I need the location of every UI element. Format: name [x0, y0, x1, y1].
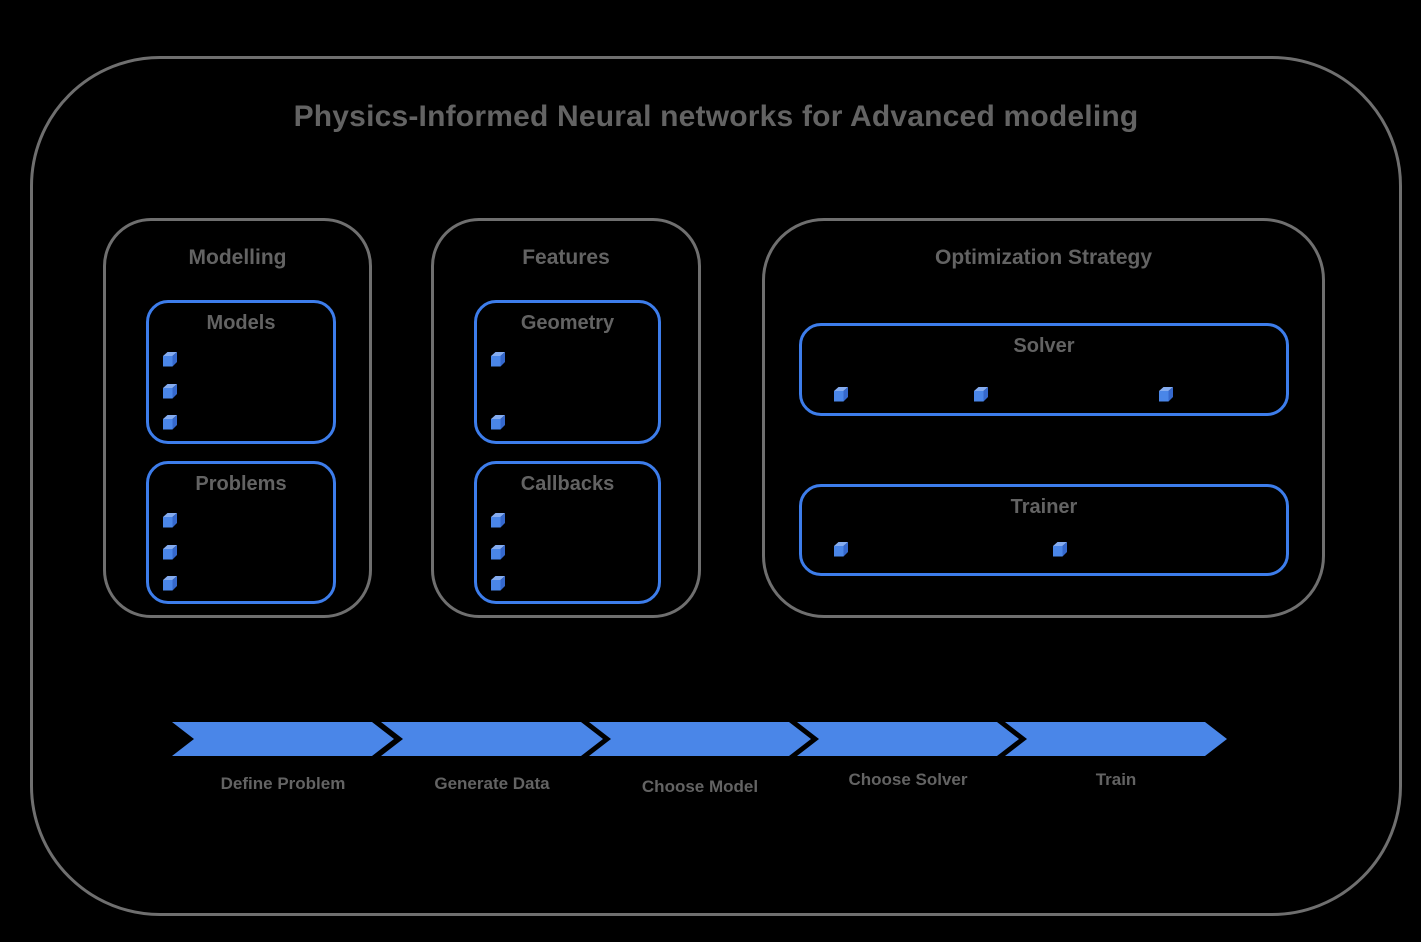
card-problems: Problems — [146, 461, 336, 604]
group-optimization-label: Optimization Strategy — [934, 246, 1153, 269]
models-bullet-list — [162, 351, 178, 430]
cube-icon — [1159, 387, 1173, 402]
card-geometry-label: Geometry — [520, 312, 615, 334]
callbacks-bullet-list — [490, 512, 506, 591]
geometry-bullet-list — [490, 351, 506, 430]
flow-step-label: Choose Model — [641, 777, 759, 796]
flow-step-label: Train — [1095, 770, 1137, 789]
cube-icon — [491, 544, 505, 559]
flow-step-label: Generate Data — [434, 774, 550, 793]
cube-icon — [163, 383, 177, 398]
group-features-label: Features — [522, 246, 610, 269]
cube-icon — [491, 576, 505, 591]
card-trainer: Trainer — [799, 484, 1289, 576]
card-solver-label: Solver — [1013, 335, 1075, 357]
group-features: Features Geometry Callbacks — [431, 218, 701, 618]
outer-frame — [30, 56, 1402, 916]
group-modelling: Modelling Models Problems — [103, 218, 372, 618]
chevron-arrow — [797, 722, 1019, 756]
card-geometry: Geometry — [474, 300, 661, 444]
cube-icon — [491, 513, 505, 528]
cube-icon — [834, 542, 848, 557]
chevron-arrow — [589, 722, 811, 756]
process-flow: Define Problem Generate Data Choose Mode… — [172, 722, 1232, 807]
chevron-arrow — [172, 722, 394, 756]
chevron-arrow — [1005, 722, 1227, 756]
card-trainer-label: Trainer — [1010, 496, 1078, 518]
card-models-label: Models — [206, 312, 276, 334]
cube-icon — [163, 513, 177, 528]
chevron-arrow — [381, 722, 603, 756]
page-title: Physics-Informed Neural networks for Adv… — [293, 100, 1139, 133]
card-solver: Solver — [799, 323, 1289, 416]
cube-icon — [163, 352, 177, 367]
cube-icon — [834, 387, 848, 402]
cube-icon — [491, 352, 505, 367]
flow-step-train: Train — [1005, 722, 1227, 807]
problems-bullet-list — [162, 512, 178, 591]
card-callbacks-label: Callbacks — [520, 473, 615, 495]
flow-step-choose-model: Choose Model — [589, 722, 811, 807]
solver-bullet-list — [802, 326, 1286, 413]
card-problems-label: Problems — [195, 473, 287, 495]
cube-icon — [1053, 542, 1067, 557]
group-modelling-label: Modelling — [188, 246, 287, 269]
cube-icon — [163, 415, 177, 430]
cube-icon — [974, 387, 988, 402]
flow-step-define-problem: Define Problem — [172, 722, 394, 807]
flow-step-label: Choose Solver — [848, 770, 968, 789]
trainer-bullet-list — [802, 487, 1286, 573]
card-callbacks: Callbacks — [474, 461, 661, 604]
cube-icon — [491, 415, 505, 430]
cube-icon — [163, 576, 177, 591]
card-models: Models — [146, 300, 336, 444]
flow-step-choose-solver: Choose Solver — [797, 722, 1019, 807]
flow-step-label: Define Problem — [220, 774, 346, 793]
group-optimization-strategy: Optimization Strategy Solver Trainer — [762, 218, 1325, 618]
cube-icon — [163, 544, 177, 559]
flow-step-generate-data: Generate Data — [381, 722, 603, 807]
